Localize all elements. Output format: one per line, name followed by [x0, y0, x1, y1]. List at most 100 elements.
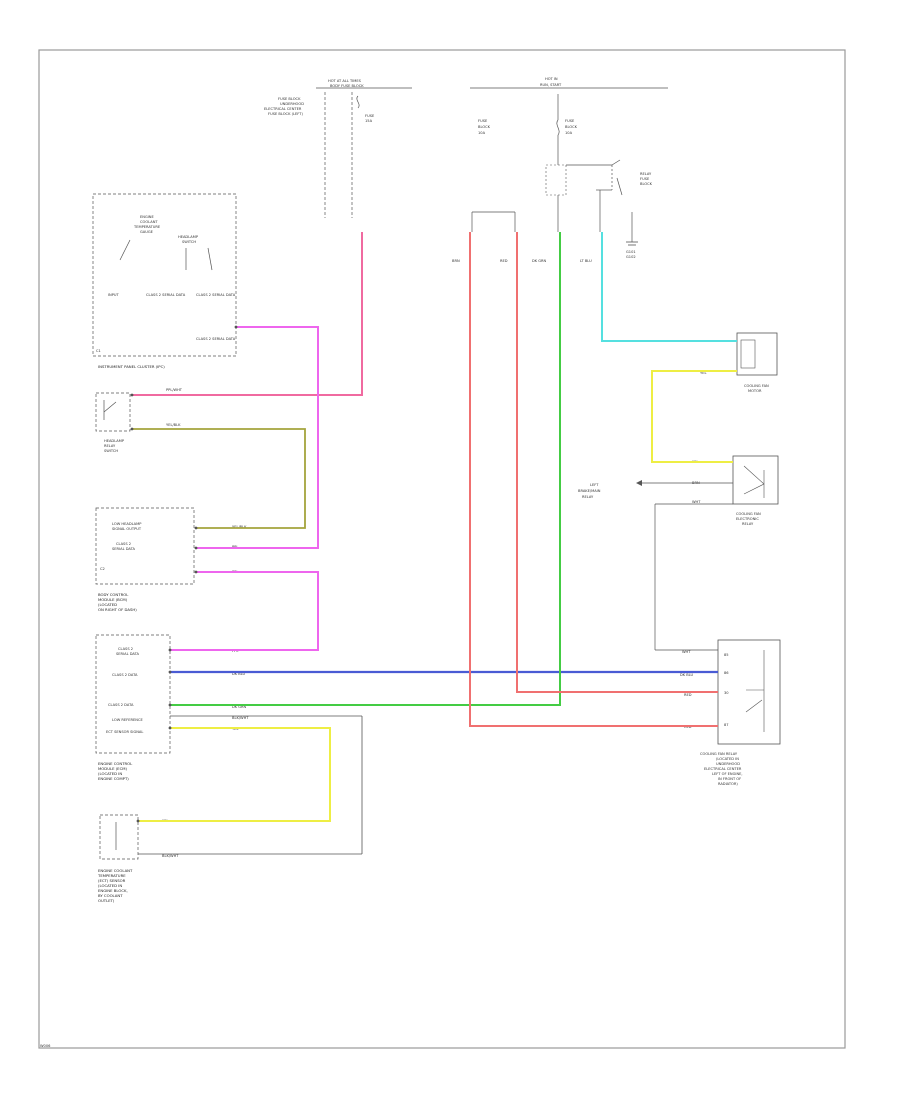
svg-text:UNDERHOOD: UNDERHOOD [280, 102, 304, 106]
wire-magenta-bcm-ecm [170, 571, 319, 651]
svg-text:ELECTRICAL CENTER: ELECTRICAL CENTER [704, 767, 742, 771]
svg-text:BLOCK: BLOCK [478, 125, 491, 129]
wire-yellow-fan [651, 370, 737, 463]
svg-text:CLASS 2: CLASS 2 [118, 647, 133, 651]
wire-cyan [601, 232, 737, 342]
svg-text:HOT IN: HOT IN [545, 77, 558, 81]
svg-text:BLOCK: BLOCK [565, 125, 578, 129]
svg-text:MODULE (BCM): MODULE (BCM) [98, 597, 128, 602]
svg-text:INPUT: INPUT [108, 293, 120, 297]
svg-text:SWITCH: SWITCH [182, 240, 196, 244]
svg-text:BODY FUSE BLOCK: BODY FUSE BLOCK [330, 84, 364, 88]
wire-red-2 [516, 232, 718, 693]
svg-text:DK GRN: DK GRN [232, 705, 247, 709]
engine-control-module: CLASS 2 SERIAL DATA CLASS 2 DATA CLASS 2… [95, 634, 362, 781]
svg-text:10A: 10A [565, 131, 573, 135]
svg-text:HEADLAMP: HEADLAMP [178, 235, 199, 239]
diagram-frame [38, 49, 846, 1049]
svg-text:PPL/WHT: PPL/WHT [166, 388, 183, 392]
svg-text:LOW REFERENCE: LOW REFERENCE [112, 718, 143, 722]
svg-text:WHT: WHT [682, 650, 691, 654]
svg-text:LT BLU: LT BLU [580, 259, 592, 263]
svg-text:SERIAL DATA: SERIAL DATA [112, 547, 136, 551]
svg-text:RED: RED [684, 693, 692, 697]
svg-text:RELAY: RELAY [640, 172, 652, 176]
left-fuse-header: HOT AT ALL TIMES BODY FUSE BLOCK FUSE BL… [264, 79, 412, 218]
svg-text:RELAY: RELAY [582, 495, 594, 499]
svg-text:BLK/WHT: BLK/WHT [232, 716, 249, 720]
svg-text:RUN, START: RUN, START [540, 83, 562, 87]
cooling-fan-motor: COOLING FAN MOTOR YEL [700, 332, 778, 393]
svg-text:LEFT OF ENGINE,: LEFT OF ENGINE, [712, 772, 743, 776]
svg-text:ENGINE: ENGINE [140, 215, 154, 219]
cooling-fan-main-relay: 85 86 30 87 WHT DK BLU RED RED COOLING F… [680, 639, 781, 786]
wire-olive-headlamp-bcm [132, 428, 306, 529]
svg-text:ENGINE CONTROL: ENGINE CONTROL [98, 761, 133, 766]
svg-text:COOLING FAN RELAY: COOLING FAN RELAY [700, 752, 738, 756]
svg-text:C1: C1 [96, 349, 101, 353]
svg-text:(LOCATED IN: (LOCATED IN [716, 757, 739, 761]
svg-text:YEL: YEL [700, 371, 706, 375]
svg-text:ELECTRICAL CENTER: ELECTRICAL CENTER [264, 107, 302, 111]
svg-text:G102: G102 [626, 255, 636, 259]
svg-text:IN FRONT OF: IN FRONT OF [718, 777, 741, 781]
svg-text:OUTLET): OUTLET) [98, 898, 115, 903]
svg-text:(LOCATED IN: (LOCATED IN [98, 771, 122, 776]
right-fuse-header: HOT IN RUN, START FUSE BLOCK 10A FUSE BL… [470, 77, 668, 136]
svg-text:BY COOLANT: BY COOLANT [98, 893, 123, 898]
svg-text:RELAY: RELAY [742, 522, 754, 526]
svg-text:LEFT: LEFT [590, 483, 599, 487]
svg-text:MOTOR: MOTOR [748, 389, 762, 393]
wire-green-ecm-fuse [170, 232, 561, 706]
svg-text:BLOCK: BLOCK [640, 182, 653, 186]
svg-text:LOW HEADLAMP: LOW HEADLAMP [112, 522, 142, 526]
svg-text:BRAKE/MAIN: BRAKE/MAIN [578, 489, 601, 493]
svg-text:RADIATOR): RADIATOR) [718, 782, 738, 786]
svg-text:ON RIGHT OF DASH): ON RIGHT OF DASH) [98, 607, 137, 612]
wire-pink-fuse [132, 232, 363, 396]
svg-text:CLASS 2: CLASS 2 [116, 542, 131, 546]
svg-text:BODY CONTROL: BODY CONTROL [98, 592, 129, 597]
svg-text:YEL/BLK: YEL/BLK [232, 525, 247, 529]
svg-text:TEMPERATURE: TEMPERATURE [133, 225, 161, 229]
svg-text:ECT SENSOR SIGNAL: ECT SENSOR SIGNAL [106, 730, 143, 734]
svg-text:HOT AT ALL TIMES: HOT AT ALL TIMES [328, 79, 362, 83]
svg-text:87: 87 [724, 723, 729, 727]
svg-text:(ECT) SENSOR: (ECT) SENSOR [98, 878, 126, 883]
svg-text:RELAY: RELAY [104, 444, 116, 448]
svg-text:86: 86 [724, 671, 729, 675]
svg-text:SIGNAL OUTPUT: SIGNAL OUTPUT [112, 527, 142, 531]
svg-text:G101: G101 [626, 250, 636, 254]
svg-text:SWITCH: SWITCH [104, 449, 118, 453]
svg-text:15A: 15A [365, 119, 373, 123]
svg-text:SERIAL DATA: SERIAL DATA [116, 652, 140, 656]
instrument-panel-cluster: ENGINE COOLANT TEMPERATURE GAUGE HEADLAM… [92, 193, 237, 369]
svg-text:ELECTRONIC: ELECTRONIC [736, 517, 759, 521]
footer-code: W006 [40, 1044, 51, 1048]
svg-text:ENGINE COMPT): ENGINE COMPT) [98, 776, 129, 781]
svg-text:INSTRUMENT PANEL CLUSTER (IPC): INSTRUMENT PANEL CLUSTER (IPC) [98, 364, 165, 369]
svg-text:FUSE BLOCK (LEFT): FUSE BLOCK (LEFT) [268, 112, 303, 116]
svg-text:WHT: WHT [692, 500, 701, 504]
svg-text:YEL/BLK: YEL/BLK [166, 423, 181, 427]
svg-text:C2: C2 [100, 567, 105, 571]
svg-text:CLASS 2 SERIAL DATA: CLASS 2 SERIAL DATA [146, 293, 186, 297]
svg-text:ENGINE COOLANT: ENGINE COOLANT [98, 868, 133, 873]
svg-text:(LOCATED IN: (LOCATED IN [98, 883, 122, 888]
svg-text:CLASS 2 SERIAL DATA: CLASS 2 SERIAL DATA [196, 337, 236, 341]
svg-text:DK BLU: DK BLU [232, 672, 246, 676]
svg-text:COOLANT: COOLANT [140, 220, 158, 224]
svg-text:FUSE: FUSE [365, 114, 375, 118]
wire-magenta-ipc-bcm [196, 326, 319, 549]
svg-text:FUSE: FUSE [478, 119, 488, 123]
svg-text:DK BLU: DK BLU [680, 673, 694, 677]
svg-text:GAUGE: GAUGE [140, 230, 154, 234]
svg-text:(LOCATED: (LOCATED [98, 602, 117, 607]
svg-text:CLASS 2 SERIAL DATA: CLASS 2 SERIAL DATA [196, 293, 236, 297]
wire-red-1 [469, 232, 718, 727]
svg-text:85: 85 [724, 653, 729, 657]
svg-text:UNDERHOOD: UNDERHOOD [716, 762, 740, 766]
connector-ticks [130, 325, 238, 823]
wire-yellow-ect [138, 727, 331, 822]
